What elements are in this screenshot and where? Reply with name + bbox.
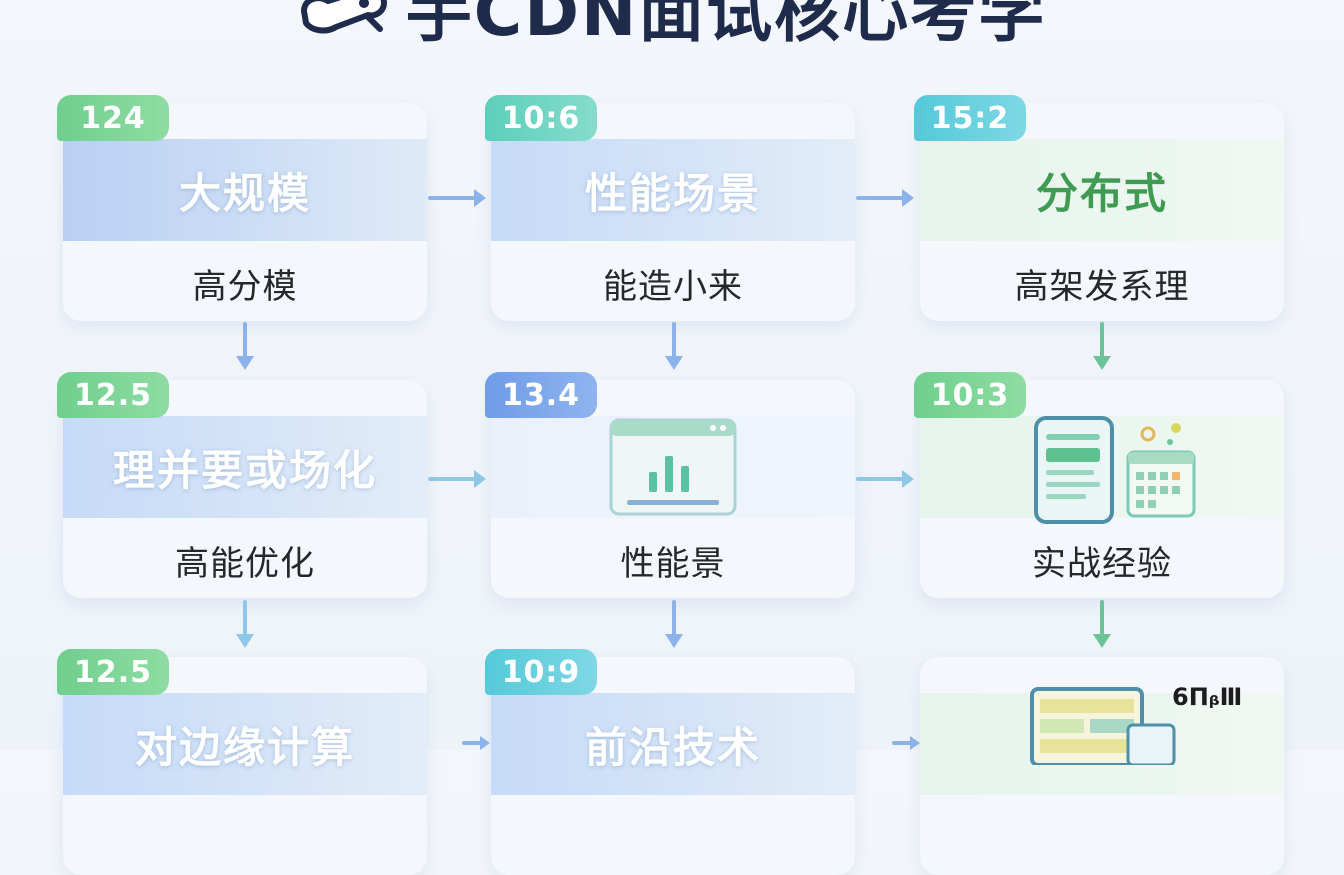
card-subtitle: 高架发系理 bbox=[1014, 266, 1190, 307]
header: 手CDN面试核心考学 bbox=[0, 0, 1344, 52]
arrow-right-icon bbox=[428, 189, 486, 207]
card-badge: 13.4 bbox=[485, 372, 597, 418]
arrow-right-icon bbox=[856, 189, 914, 207]
card-practical-experience: 实战经验 10:3 bbox=[914, 372, 1284, 598]
bar-chart-window-icon bbox=[609, 418, 737, 516]
handwritten-note: 6ΠᵦⅢ bbox=[1172, 683, 1243, 711]
card-performance-view: 性能景 13.4 bbox=[485, 372, 855, 598]
arrow-right-icon bbox=[892, 736, 920, 750]
arrow-right-icon bbox=[462, 736, 490, 750]
card-subtitle: 高分模 bbox=[192, 266, 298, 307]
arrow-right-icon bbox=[856, 470, 914, 488]
arrow-down-icon bbox=[1093, 600, 1111, 648]
card-badge: 124 bbox=[57, 95, 169, 141]
card-subtitle: 高能优化 bbox=[175, 543, 315, 584]
card-subtitle: 性能景 bbox=[620, 543, 726, 584]
arrow-down-icon bbox=[236, 600, 254, 648]
card-frontier-tech: 前沿技术 10:9 bbox=[485, 649, 855, 875]
card-badge: 10:3 bbox=[914, 372, 1026, 418]
card-performance-scenario: 性能场景 能造小来 10:6 bbox=[485, 95, 855, 321]
card-badge: 12.5 bbox=[57, 372, 169, 418]
card-distributed: 分布式 高架发系理 15:2 bbox=[914, 95, 1284, 321]
card-title: 性能场景 bbox=[584, 168, 761, 218]
card-optimization-scenario: 理并要或场化 高能优化 12.5 bbox=[57, 372, 427, 598]
card-badge: 10:9 bbox=[485, 649, 597, 695]
dog-bone-icon bbox=[300, 0, 387, 34]
laptop-dashboard-icon bbox=[1030, 687, 1176, 765]
arrow-down-icon bbox=[1093, 322, 1111, 370]
arrow-down-icon bbox=[665, 322, 683, 370]
card-title: 前沿技术 bbox=[584, 722, 761, 772]
card-title: 分布式 bbox=[1035, 168, 1168, 218]
card-title: 大规模 bbox=[178, 168, 311, 218]
card-badge: 10:6 bbox=[485, 95, 597, 141]
card-subtitle: 实战经验 bbox=[1032, 543, 1172, 584]
phone-calendar-icon bbox=[1034, 416, 1196, 524]
card-title: 理并要或场化 bbox=[112, 445, 377, 495]
card-title: 对边缘计算 bbox=[134, 722, 355, 772]
card-subtitle: 能造小来 bbox=[603, 266, 743, 307]
arrow-down-icon bbox=[236, 322, 254, 370]
card-edge-computing: 对边缘计算 12.5 bbox=[57, 649, 427, 875]
page-title: 手CDN面试核心考学 bbox=[405, 0, 1047, 51]
card-large-scale: 大规模 高分模 124 bbox=[57, 95, 427, 321]
arrow-down-icon bbox=[665, 600, 683, 648]
arrow-right-icon bbox=[428, 470, 486, 488]
card-badge: 12.5 bbox=[57, 649, 169, 695]
card-badge: 15:2 bbox=[914, 95, 1026, 141]
